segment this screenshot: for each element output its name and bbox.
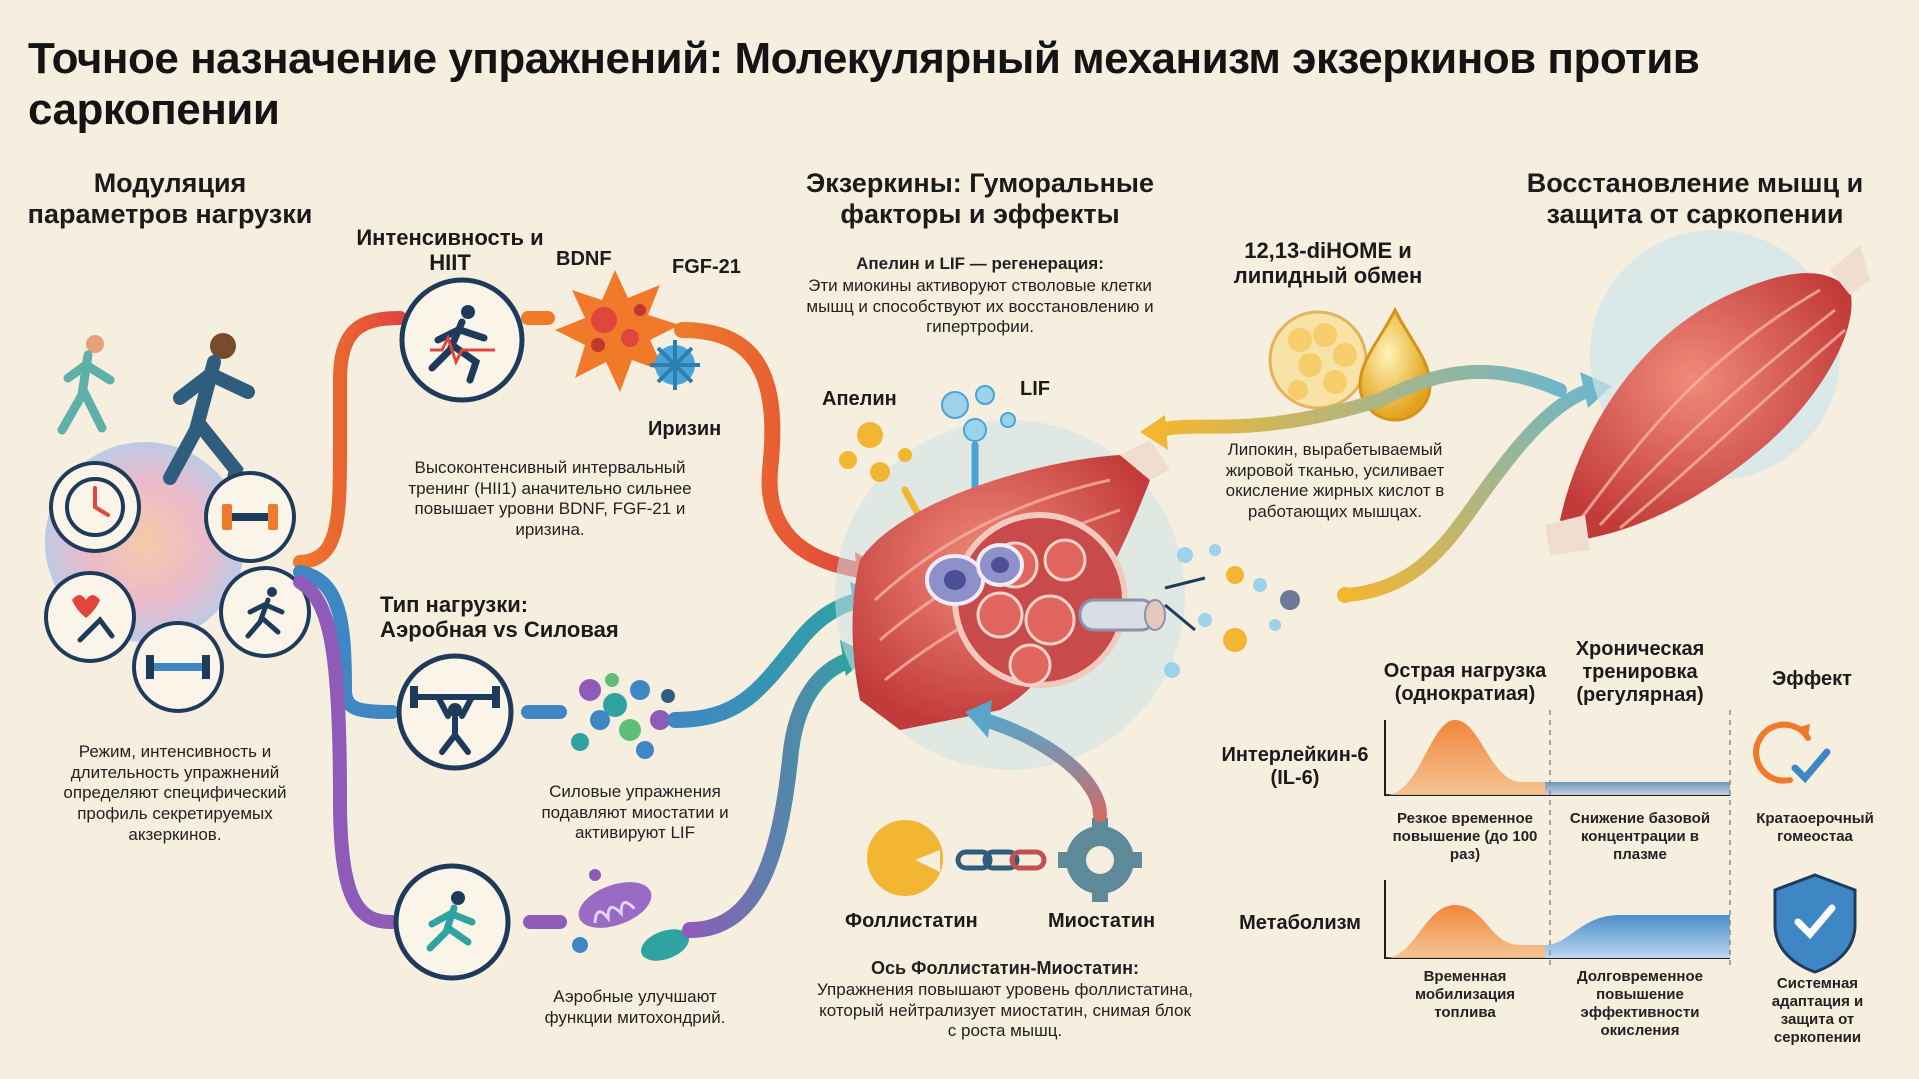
center-heading: Экзеркины: Гуморальные факторы и эффекты (806, 168, 1154, 230)
heart-exercise-icon (44, 571, 136, 663)
bdnf-label: BDNF (556, 248, 612, 270)
fgf21-molecule-icon (650, 340, 700, 390)
left-heading: Модуляция параметров нагрузки (27, 168, 313, 230)
bdnf-burst-icon (555, 270, 680, 392)
recovery-heading: Восстановление мышц и защита от саркопен… (1526, 168, 1864, 230)
timeline-col-chronic: Хроническая тренировка (регулярная) (1575, 638, 1705, 706)
apelin-bubbles-icon (839, 422, 912, 482)
muscle-bundle-icon (852, 440, 1170, 730)
myostatin-label: Миостатин (1048, 910, 1156, 932)
timeline-row-metabolism-label: Метаболизм (1239, 912, 1361, 934)
apelin-label: Апелин (822, 388, 897, 410)
sprint-heartbeat-icon (399, 277, 525, 403)
refresh-check-icon (1753, 721, 1831, 784)
barbell-icon (132, 621, 224, 713)
myostatin-icon (1058, 818, 1142, 902)
jogger-icon (393, 863, 511, 981)
runners-icon (57, 333, 255, 512)
metabolism-chart (1384, 880, 1730, 959)
timeline-row-il6-label: Интерлейкин-6 (IL-6) (1221, 744, 1369, 789)
fgf21-label: FGF-21 (672, 256, 741, 278)
fat-tissue-icon (1268, 310, 1368, 410)
clock-icon (49, 461, 141, 553)
axis-description: Упражнения повышают уровень фоллистатина… (817, 980, 1193, 1041)
load-type-heading: Тип нагрузки: Аэробная vs Силовая (380, 592, 619, 643)
metabolism-acute-caption: Временная мобилизация топлива (1414, 968, 1516, 1021)
left-description: Режим, интенсивность и длительность упра… (63, 742, 287, 844)
center-description: Эти миокины активоруют стволовые клетки … (806, 276, 1154, 337)
intensity-description: Высоконтенсивный интервальный тренинг (H… (408, 458, 692, 540)
irisin-label: Иризин (648, 418, 722, 440)
center-subheading: Апелин и LIF — регенерация: (856, 254, 1104, 273)
axis-heading: Ось Фоллистатин-Миостатин: (871, 958, 1139, 978)
mitochondria-icon (572, 869, 689, 961)
lipid-description: Липокин, вырабетываемый жировой тканью, … (1225, 440, 1445, 522)
dumbbell-icon (204, 471, 296, 563)
intensity-heading: Интенсивность и HIIT (356, 225, 544, 276)
running-person-icon (219, 566, 311, 658)
strength-description: Силовые упражнения подавляют миостатии и… (541, 782, 729, 843)
il6-chart (1384, 720, 1730, 796)
follistatin-label: Фоллистатин (845, 910, 978, 932)
shield-check-icon (1773, 873, 1857, 974)
lipid-heading: 12,13-diHOME и липидный обмен (1233, 238, 1423, 289)
metabolism-effect-caption: Системная адаптация и защита от серкопен… (1771, 975, 1864, 1046)
chain-link-icon (955, 849, 1047, 871)
aerobic-description: Аэробные улучшают функции митохондрий. (544, 987, 726, 1027)
page-title: Точное назначение упражнений: Молекулярн… (28, 34, 1700, 134)
il6-acute-caption: Резкое временное повышение (до 100 раз) (1392, 810, 1538, 863)
il6-chronic-caption: Снижение базовой концентрации в плазме (1569, 810, 1711, 863)
follistatin-icon (867, 820, 944, 896)
muscle-icon (1545, 245, 1870, 555)
il6-effect-caption: Кратаоерочный гомеостаа (1756, 810, 1874, 845)
lif-bubbles-icon (941, 385, 1016, 442)
lif-label: LIF (1020, 378, 1050, 400)
metabolism-chronic-caption: Долговременное повышение эффективности о… (1577, 968, 1703, 1039)
timeline-col-effect: Эффект (1772, 668, 1852, 690)
weightlifter-icon (396, 653, 514, 771)
timeline-col-acute: Острая нагрузка (однократиая) (1383, 660, 1547, 705)
molecule-cluster-icon (571, 673, 675, 759)
lipid-droplets-icon (1164, 544, 1353, 678)
